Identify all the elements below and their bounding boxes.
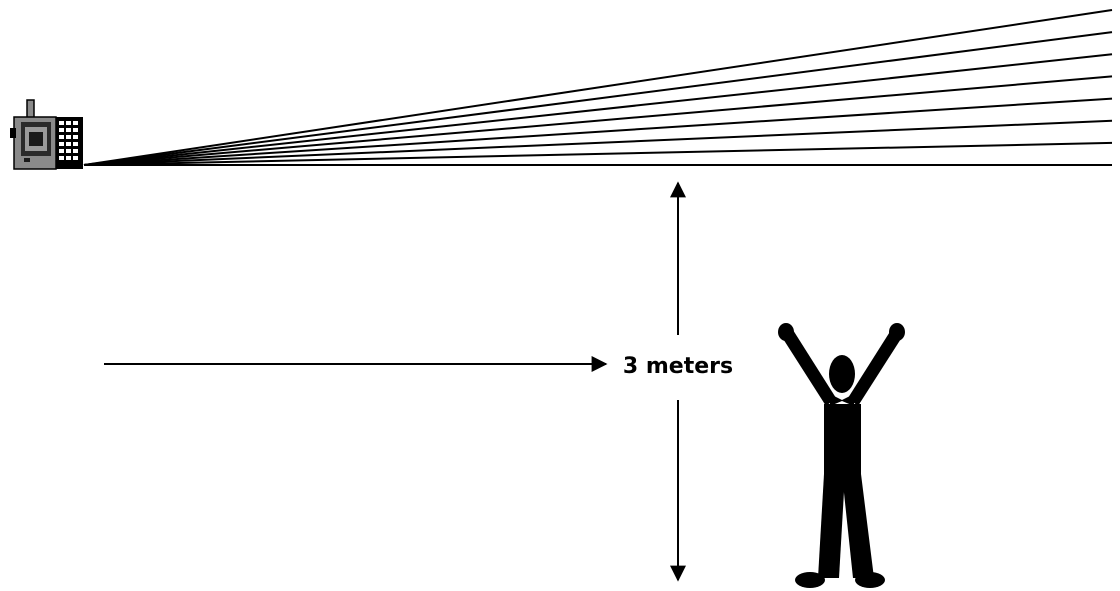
person-arms-raised-icon <box>778 323 905 588</box>
laser-beam-line <box>83 31 1113 166</box>
laser-beams <box>83 9 1113 166</box>
laser-beam-line <box>83 53 1113 166</box>
laser-beam-line <box>83 97 1113 166</box>
laser-beam-line <box>83 119 1113 166</box>
laser-projector-icon <box>10 99 83 170</box>
distance-label: 3 meters <box>623 354 733 379</box>
laser-beam-line <box>83 75 1113 166</box>
laser-beam-line <box>83 141 1113 166</box>
laser-beam-line <box>83 9 1113 166</box>
vent-grid <box>59 121 78 160</box>
